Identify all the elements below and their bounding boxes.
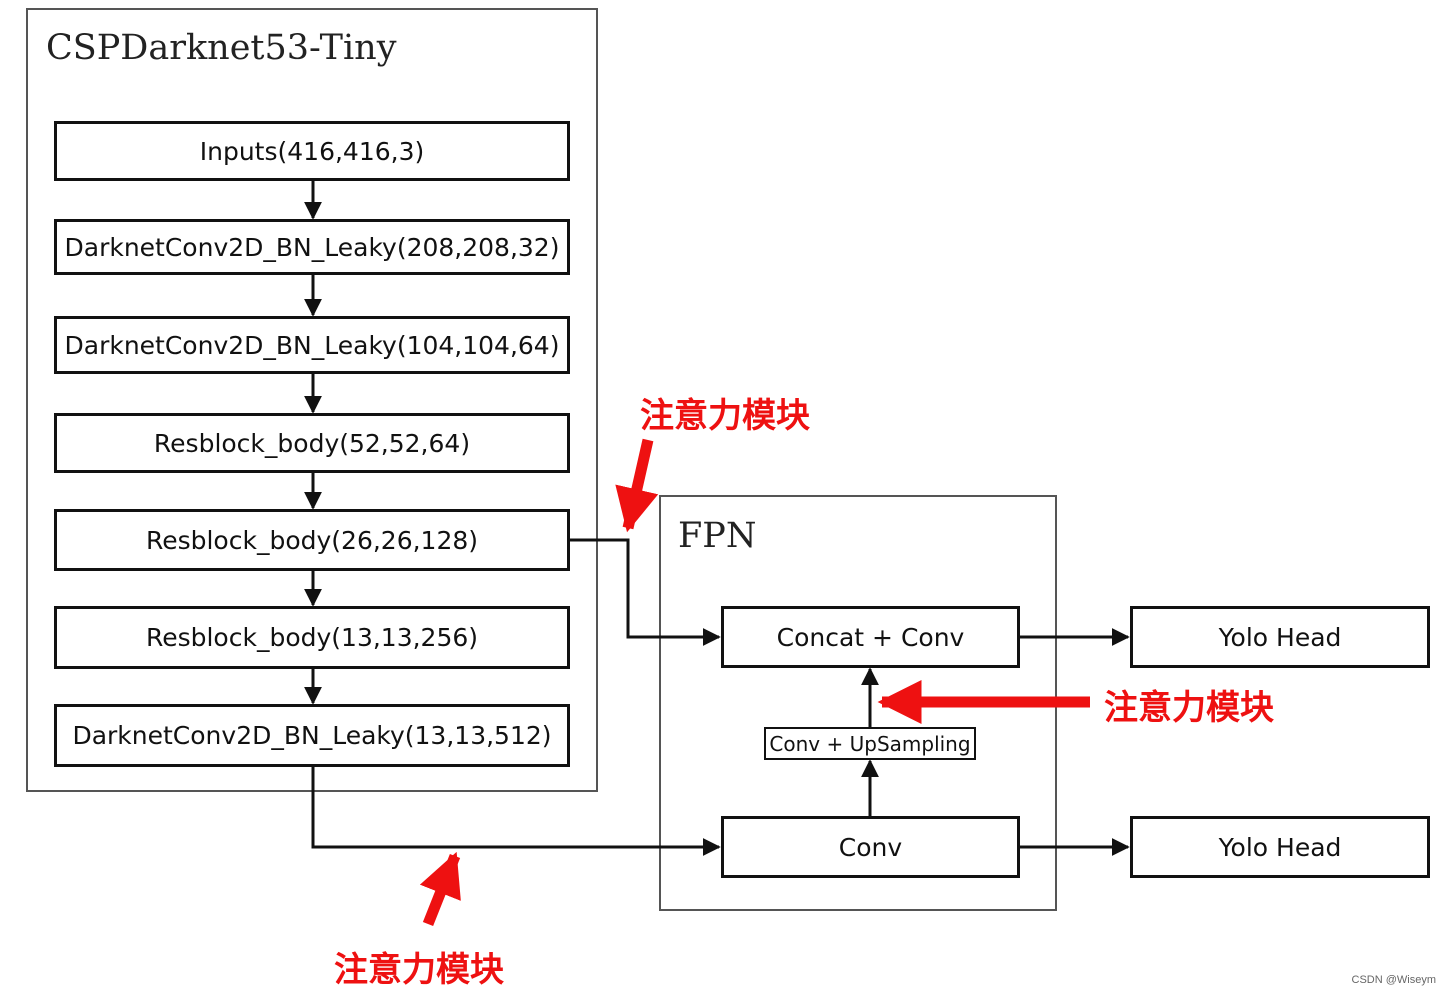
backbone-title: CSPDarknet53-Tiny (46, 28, 397, 68)
yolo-head-lower: Yolo Head (1130, 816, 1430, 878)
arrow-deep-to-conv (311, 766, 721, 856)
attention-label-top: 注意力模块 (640, 396, 810, 436)
fpn-conv-upsampling: Conv + UpSampling (764, 727, 976, 760)
fpn-title: FPN (678, 516, 757, 556)
block-inputs: Inputs(416,416,3) (54, 121, 570, 181)
block-conv-208: DarknetConv2D_BN_Leaky(208,208,32) (54, 219, 570, 275)
block-resblock-52: Resblock_body(52,52,64) (54, 413, 570, 473)
block-resblock-13: Resblock_body(13,13,256) (54, 606, 570, 669)
arrow-skip-to-concat (569, 538, 721, 646)
attention-label-bottom: 注意力模块 (334, 950, 504, 990)
attention-pointer-top (615, 438, 659, 533)
attention-label-right: 注意力模块 (1104, 688, 1274, 728)
fpn-conv: Conv (721, 816, 1020, 878)
yolo-head-upper: Yolo Head (1130, 606, 1430, 668)
attention-pointer-bottom (419, 851, 461, 927)
block-conv-104: DarknetConv2D_BN_Leaky(104,104,64) (54, 316, 570, 374)
block-conv-13: DarknetConv2D_BN_Leaky(13,13,512) (54, 704, 570, 767)
block-resblock-26: Resblock_body(26,26,128) (54, 509, 570, 571)
fpn-concat-conv: Concat + Conv (721, 606, 1020, 668)
watermark: CSDN @Wiseym (1351, 974, 1437, 986)
